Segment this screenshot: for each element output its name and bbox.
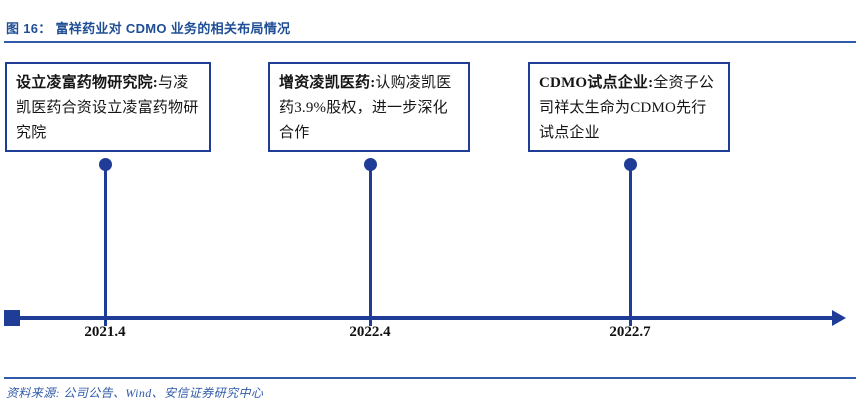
timeline-axis bbox=[16, 316, 838, 320]
axis-tick-label: 2022.4 bbox=[349, 324, 391, 340]
event-lead: 增资凌凯医药: bbox=[279, 75, 376, 91]
event-lead: CDMO试点企业: bbox=[539, 75, 654, 91]
footer-divider bbox=[4, 377, 856, 379]
timeline-event-box: CDMO试点企业:全资子公司祥太生命为CDMO先行试点企业 bbox=[528, 62, 730, 152]
timeline-event-box: 增资凌凯医药:认购凌凯医药3.9%股权，进一步深化合作 bbox=[268, 62, 470, 152]
axis-tick-label: 2021.4 bbox=[84, 324, 126, 340]
event-body: 与凌凯医药合资设立凌富药物研究院 bbox=[16, 75, 199, 141]
event-text: 设立凌富药物研究院:与凌凯医药合资设立凌富药物研究院 bbox=[16, 71, 201, 146]
figure-title: 图 16： 富祥药业对 CDMO 业务的相关布局情况 bbox=[6, 21, 291, 36]
event-text: 增资凌凯医药:认购凌凯医药3.9%股权，进一步深化合作 bbox=[279, 71, 460, 146]
event-body: 全资子公司祥太生命为CDMO先行试点企业 bbox=[539, 75, 715, 141]
timeline-connector-stem bbox=[103, 164, 107, 326]
event-lead: 设立凌富药物研究院: bbox=[16, 75, 158, 91]
axis-start-square-icon bbox=[4, 310, 20, 326]
timeline-event-box: 设立凌富药物研究院:与凌凯医药合资设立凌富药物研究院 bbox=[5, 62, 211, 152]
event-body: 认购凌凯医药3.9%股权，进一步深化合作 bbox=[279, 75, 452, 141]
source-note: 资料来源: 公司公告、Wind、安信证券研究中心 bbox=[6, 386, 264, 400]
axis-arrowhead-icon bbox=[832, 310, 846, 326]
title-divider bbox=[4, 41, 856, 43]
timeline-connector-stem bbox=[628, 164, 632, 326]
timeline-connector-stem bbox=[368, 164, 372, 326]
axis-tick-label: 2022.7 bbox=[609, 324, 651, 340]
event-text: CDMO试点企业:全资子公司祥太生命为CDMO先行试点企业 bbox=[539, 71, 720, 146]
